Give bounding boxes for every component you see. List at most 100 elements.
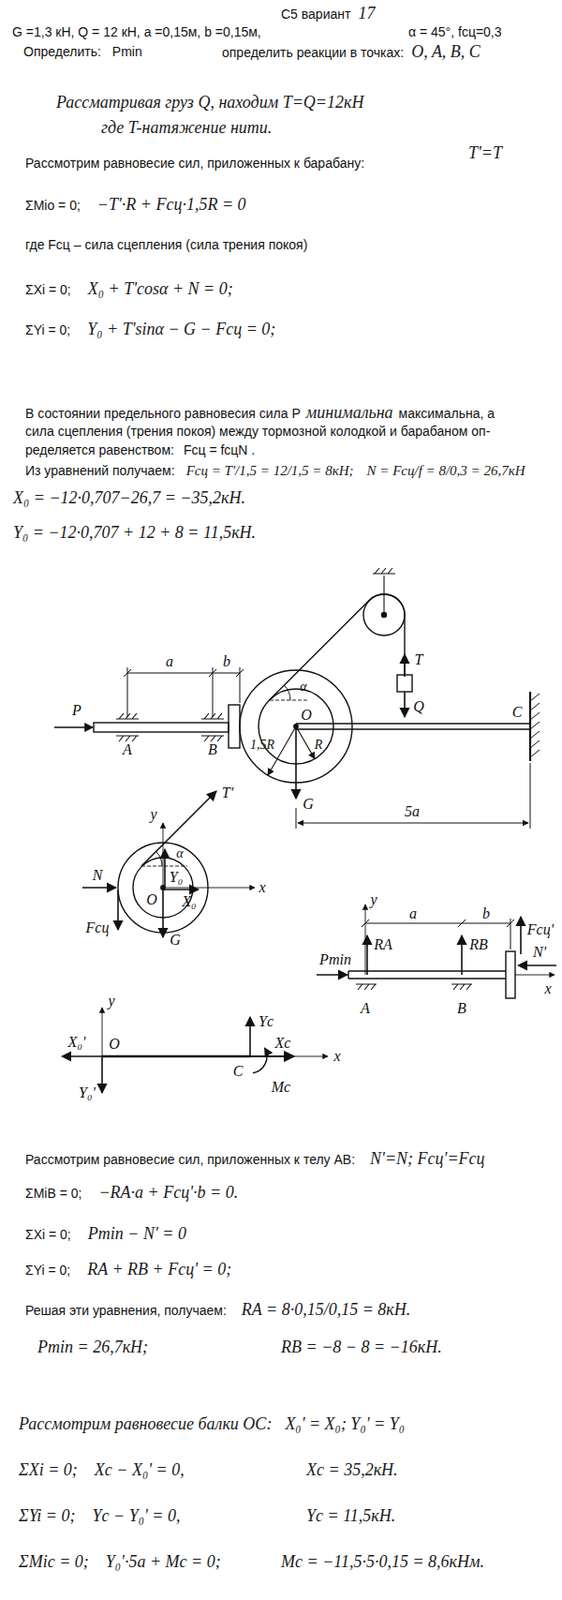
text-line: Решая эти уравнения, получаем: RA = 8·0,1… <box>25 1298 411 1320</box>
diagram-label: C <box>512 703 523 721</box>
beam-free-body <box>250 1054 295 1057</box>
diagram-label: A <box>122 740 133 758</box>
beam-free-body <box>252 1047 267 1073</box>
brake-mechanism <box>269 599 370 699</box>
lever-free-body <box>517 963 557 966</box>
printed-text: Определить: <box>23 41 102 62</box>
handwritten-text: RA = 8·0,15/0,15 = 8кН. <box>241 1298 411 1319</box>
handwritten-text: Y₀ + T'sinα − G − Fсц = 0; <box>87 318 276 340</box>
beam-free-body <box>102 1054 251 1057</box>
handwritten-text: Pmin = 26,7кН; <box>37 1335 148 1357</box>
diagram-label: α <box>299 678 307 696</box>
beam-free-body <box>102 1006 104 1056</box>
diagram-label: 5a <box>404 802 420 820</box>
handwritten-text: Yc − Y₀' = 0, <box>92 1504 181 1525</box>
printed-text: ΣYi = 0; <box>25 319 71 341</box>
printed-text: ΣXi = 0; <box>25 1223 72 1244</box>
printed-text: Fсц = fсцN . <box>183 439 255 460</box>
diagram-label: a <box>165 652 174 670</box>
brake-mechanism <box>54 567 540 829</box>
text-line: ΣMiB = 0;−RA·a + Fсц'·b = 0. <box>25 1181 238 1203</box>
text-line: определить реакции в точках:O, A, B, C <box>221 41 481 63</box>
printed-text: Рассмотрим равновесие сил, приложенных к… <box>25 152 365 174</box>
text-line: Mc = −11,5·5·0,15 = 8,6кНм. <box>281 1550 485 1571</box>
handwritten-text: минимальна <box>306 401 394 423</box>
lever-free-body <box>316 973 348 976</box>
diagram-label: O <box>146 890 158 908</box>
brake-mechanism <box>295 725 297 799</box>
text-line: ределяется равенством: Fсц = fсцN . <box>25 439 255 460</box>
handwritten-text: Mc = −11,5·5·0,15 = 8,6кНм. <box>281 1550 485 1571</box>
diagram-label: O <box>108 1035 120 1052</box>
lever-free-body <box>460 934 463 975</box>
brake-mechanism <box>269 699 310 701</box>
brake-mechanism <box>530 693 540 757</box>
drum-free-body <box>163 848 166 888</box>
printed-text: Pmin <box>112 41 143 62</box>
printed-text: сила сцепления (трения покоя) между торм… <box>25 420 490 442</box>
handwritten-text: RA + RB + Fсц' = 0; <box>87 1257 232 1279</box>
diagram-label: Xc <box>275 1034 292 1051</box>
text-line: T'=T <box>468 142 503 163</box>
lever-free-body <box>505 950 516 998</box>
text-line: ΣXi = 0; Pmin − N' = 0 <box>25 1222 187 1244</box>
brake-mechanism <box>369 593 405 615</box>
diagram-label: RA <box>373 935 393 953</box>
printed-text: ределяется равенством: <box>25 439 175 460</box>
handwritten-text: X₀ = −12·0,707−26,7 = −35,2кН. <box>13 487 246 508</box>
printed-text: ΣYi = 0; <box>25 1258 71 1280</box>
drum-free-body <box>162 887 199 890</box>
text-line: Y₀ = −12·0,707 + 12 + 8 = 11,5кН. <box>13 521 256 543</box>
lever-free-body <box>515 974 555 976</box>
drum-free-body <box>82 886 117 888</box>
handwritten-text: Xc − X₀' = 0, <box>94 1458 185 1479</box>
diagram-label: N' <box>532 943 547 961</box>
diagram-label: x <box>258 878 266 896</box>
drum-free-body <box>82 790 255 937</box>
diagram-label: O <box>300 706 312 724</box>
brake-mechanism <box>372 567 396 615</box>
handwritten-text: Fсц = T'/1,5 = 12/1,5 = 8кН; <box>186 459 355 481</box>
diagram-label: Mc <box>271 1078 291 1095</box>
text-line: ΣYi = 0; Y₀ + T'sinα − G − Fсц = 0; <box>25 318 276 341</box>
text-line: ΣYi = 0;Yc − Y₀' = 0, <box>18 1504 180 1525</box>
brake-mechanism <box>228 704 240 748</box>
beam-free-body <box>101 1055 104 1093</box>
diagram-label: Fсц <box>86 918 110 936</box>
handwritten-text: Pmin − N' = 0 <box>88 1222 187 1243</box>
text-line: ΣXi = 0; Xc − X₀' = 0, <box>18 1458 185 1479</box>
beam-free-body <box>249 1016 252 1056</box>
text-line: ΣMic = 0;Y₀'·5a + Mc = 0; <box>18 1550 222 1571</box>
diagram-label: Y₀ <box>169 868 183 886</box>
sheet-title: С5 вариант <box>281 3 351 25</box>
printed-text: В состоянии предельного равновесия сила … <box>25 402 301 424</box>
text-line: С5 вариант17 <box>281 2 375 25</box>
diagram-label: R <box>314 736 324 754</box>
printed-text: Решая эти уравнения, получаем: <box>25 1299 227 1320</box>
printed-text: G =1,3 кН, Q = 12 кН, a =0,15м, b =0,15м… <box>12 21 262 43</box>
handwritten-text: Xc = 35,2кН. <box>306 1458 399 1479</box>
text-line: где T-натяжение нити. <box>101 117 272 138</box>
lever-free-body <box>355 983 473 990</box>
text-line: ΣYi = 0; RA + RB + Fсц' = 0; <box>25 1257 232 1280</box>
handwritten-text: N'=N; Fсц'=Fсц <box>369 1147 485 1169</box>
diagram-label: G <box>169 931 181 948</box>
diagram-label: b <box>222 652 231 670</box>
text-line: сила сцепления (трения покоя) между торм… <box>25 420 490 442</box>
diagram-label: Y₀' <box>78 1083 96 1101</box>
printed-text: ΣMiB = 0; <box>25 1182 82 1203</box>
text-line: В состоянии предельного равновесия сила … <box>25 401 495 424</box>
diagram-label: B <box>207 740 218 758</box>
brake-mechanism <box>403 691 406 717</box>
diagram-label: Fсц' <box>527 920 554 938</box>
text-line: ΣXi = 0;X₀ + T'cosα + N = 0; <box>25 278 234 300</box>
handwritten-text: ΣXi = 0; <box>18 1458 78 1479</box>
brake-mechanism <box>295 723 531 729</box>
handwritten-text: Рассмотрим равновесие балки OC: <box>18 1412 272 1434</box>
text-line: G =1,3 кН, Q = 12 кН, a =0,15м, b =0,15м… <box>12 21 262 43</box>
drum-free-body <box>162 887 164 937</box>
handwritten-text: RB = −8 − 8 = −16кН. <box>281 1335 443 1357</box>
diagram-label: x <box>544 979 551 997</box>
handwritten-text: T'=T <box>468 142 503 163</box>
